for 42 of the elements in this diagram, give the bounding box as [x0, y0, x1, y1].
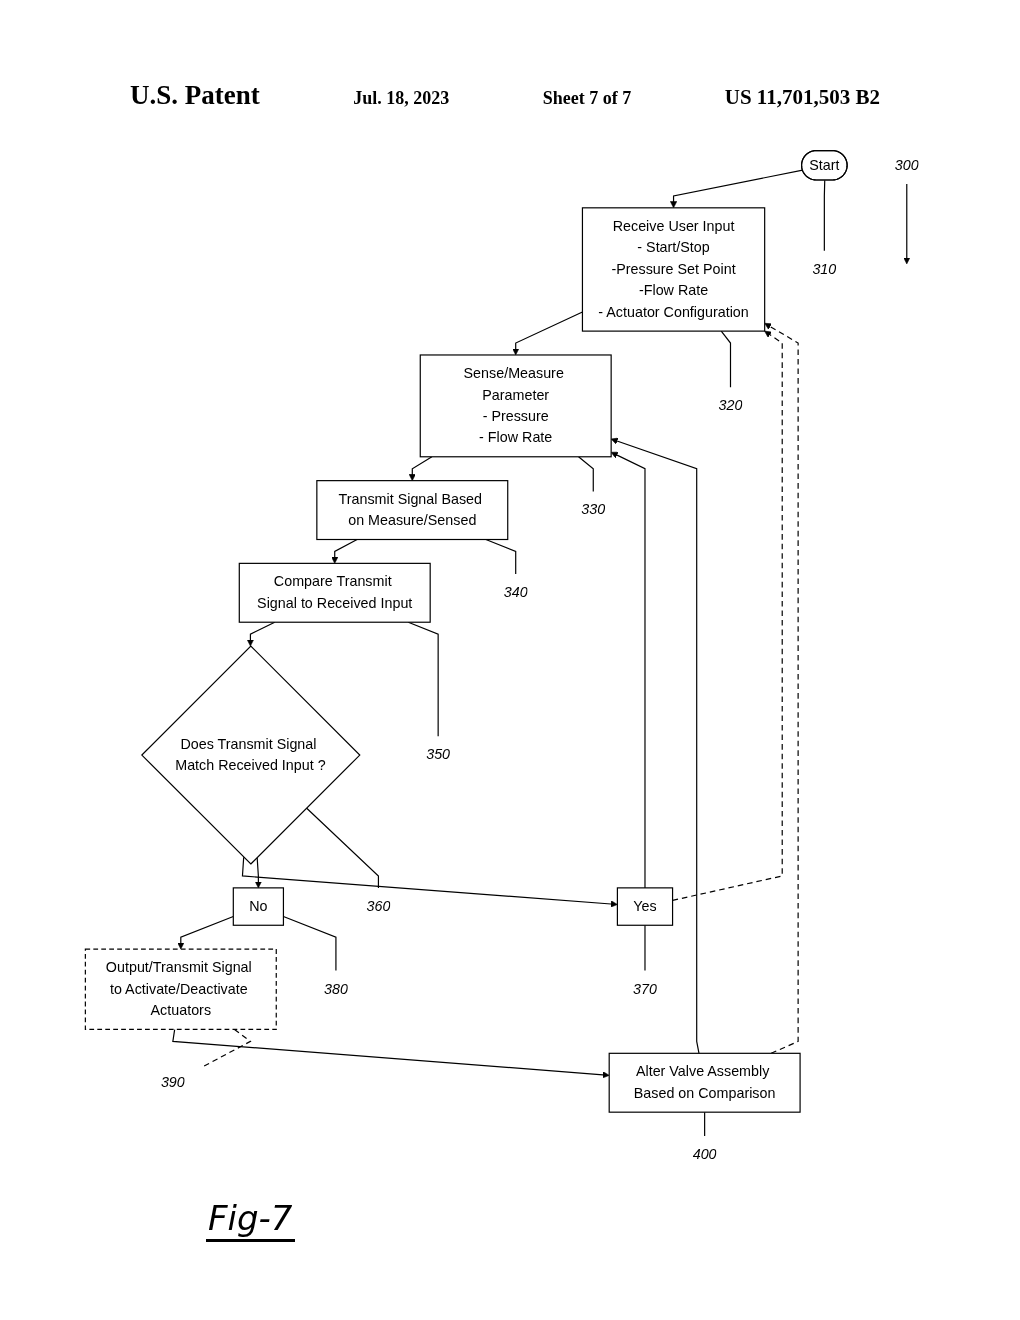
node-box: No: [232, 887, 285, 926]
patent-number: US 11,701,503 B2: [724, 85, 880, 110]
issue-date: Jul. 18, 2023: [353, 88, 450, 109]
sheet-number: Sheet 7 of 7: [542, 88, 632, 109]
node-text: 370: [633, 980, 657, 997]
arrow: [241, 856, 618, 908]
node-text: 320: [718, 397, 743, 414]
arrow: [172, 1028, 610, 1079]
node-text: 380: [323, 980, 348, 997]
arrow: [408, 456, 433, 481]
arrow: [764, 322, 799, 1054]
node-box: Receive User Input - Start/Stop -Pressure Set Point -Flow Rate - Actuator Configuration: [581, 207, 766, 332]
connector: [577, 456, 594, 492]
node-box: Compare Transmit Signal to Received Input: [238, 562, 431, 623]
arrow: [903, 183, 911, 265]
figure-caption: Fig-7: [206, 1200, 295, 1243]
node-text: 400: [692, 1146, 717, 1163]
connector: [823, 179, 826, 252]
node-text: 340: [503, 584, 528, 601]
connector: [305, 807, 379, 889]
node-text: 360: [366, 898, 391, 915]
node-box: Transmit Signal Based on Measure/Sensed: [316, 480, 509, 541]
arrow: [610, 451, 646, 889]
node-text: 350: [426, 746, 451, 763]
node-text: 310: [812, 261, 837, 278]
connector: [720, 330, 732, 388]
document-title: U.S. Patent: [130, 80, 260, 111]
arrow: [177, 915, 234, 950]
node-box: Alter Valve Assembly Based on Comparison: [608, 1052, 801, 1113]
node-diamond: Does Transmit Signal Match Received Input ?: [141, 645, 361, 865]
node-box: Yes: [616, 887, 674, 926]
node-box: Sense/Measure Parameter - Pressure - Flow Rate: [419, 354, 612, 458]
connector: [704, 1111, 706, 1137]
node-box: Output/Transmit Signal to Activate/Deactivate Actuators: [84, 948, 277, 1031]
connector: [644, 924, 646, 972]
arrow: [331, 538, 358, 564]
node-text: 390: [160, 1074, 185, 1091]
arrow: [246, 621, 276, 647]
node-text: 330: [581, 501, 606, 518]
arrow: [610, 437, 700, 1054]
node-text: 300: [894, 156, 919, 173]
arrow: [670, 169, 804, 209]
